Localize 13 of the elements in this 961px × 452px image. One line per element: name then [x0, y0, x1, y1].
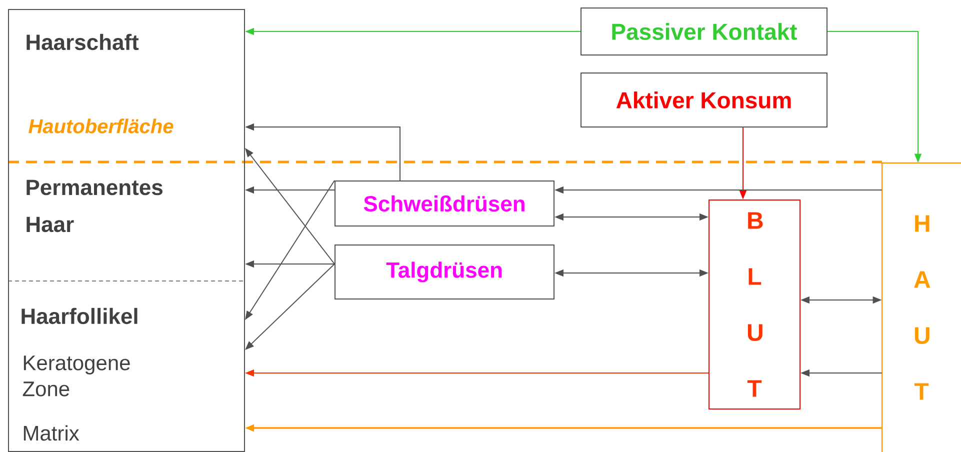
- source-box: Aktiver Konsum: [580, 72, 828, 128]
- hair-column: [8, 9, 245, 452]
- section-heading: Haarschaft: [26, 34, 139, 50]
- blood-box: B L U T: [708, 200, 800, 410]
- zone-label: Keratogene Zone: [22, 356, 130, 396]
- gland-box: Talgdrüsen: [334, 244, 554, 300]
- section-heading: Permanentes Haar: [26, 180, 162, 232]
- surface-label: Hautoberfläche: [28, 118, 174, 134]
- skin-box: H A U T: [881, 162, 961, 452]
- section-heading: Haarfollikel: [22, 308, 138, 324]
- source-box: Passiver Kontakt: [580, 8, 828, 56]
- zone-label: Matrix: [24, 425, 80, 441]
- gland-box: Schweißdrüsen: [334, 180, 554, 226]
